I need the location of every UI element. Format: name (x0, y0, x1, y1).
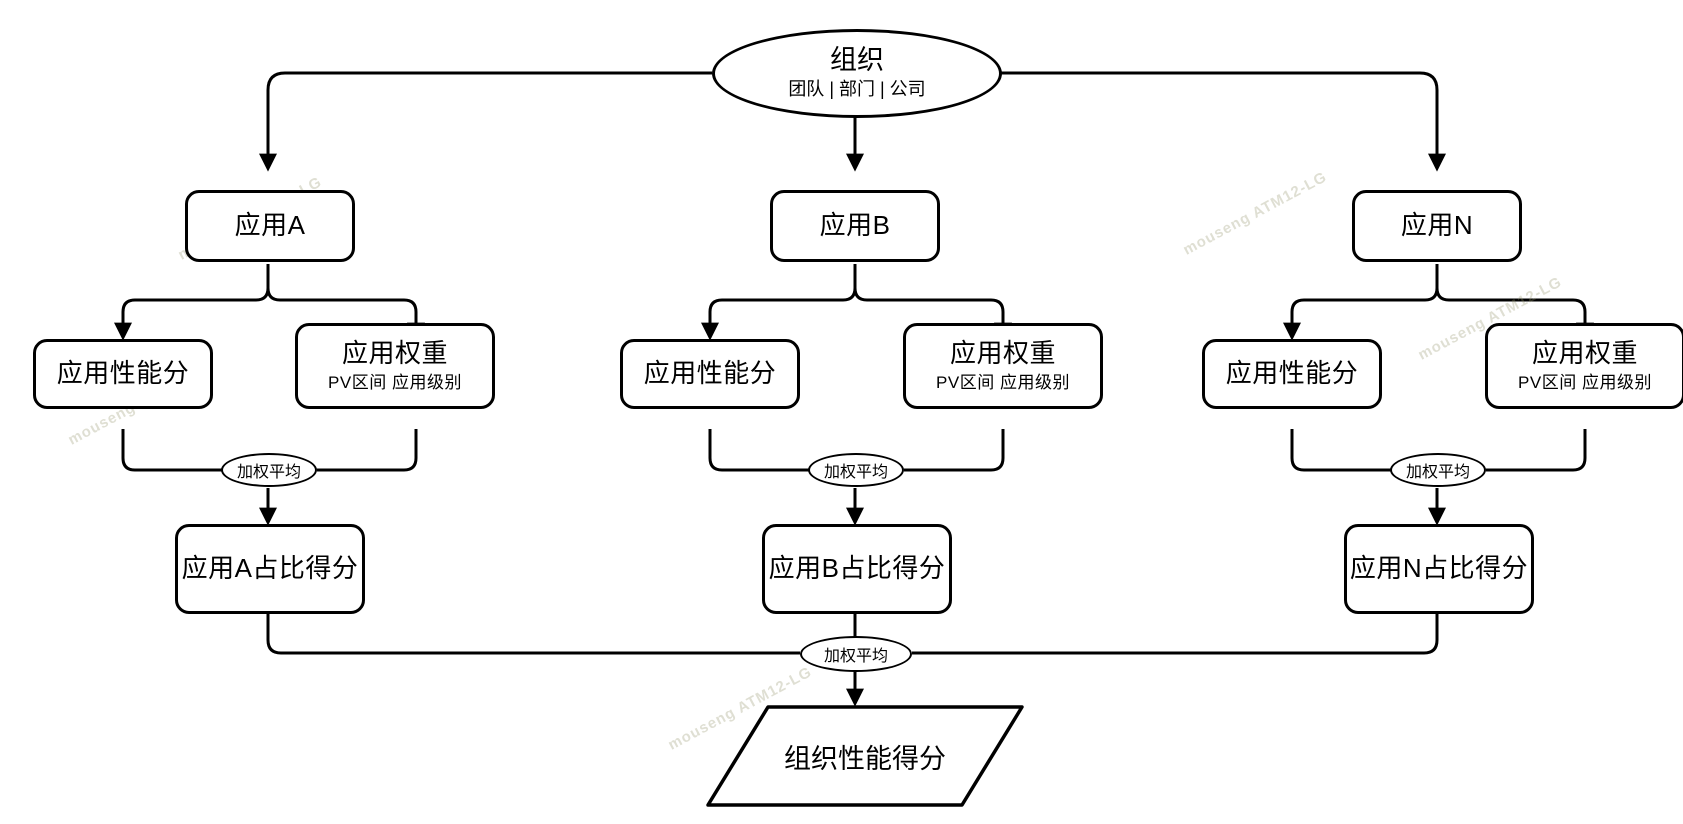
app-n-performance-label: 应用性能分 (1225, 358, 1359, 389)
app-b-performance-label: 应用性能分 (643, 358, 777, 389)
node-app-b-performance-score[interactable]: 应用性能分 (620, 339, 800, 409)
node-app-b-weight[interactable]: 应用权重 PV区间 应用级别 (903, 323, 1103, 409)
result-parallelogram-shape (706, 705, 1024, 807)
operator-weighted-average-b[interactable]: 加权平均 (808, 453, 904, 487)
edge-weight-n-to-avg (1486, 429, 1587, 472)
app-b-label: 应用B (819, 210, 891, 241)
organization-sublabel: 团队 | 部门 | 公司 (788, 79, 926, 100)
app-b-weight-label: 应用权重 (949, 337, 1056, 368)
result-label: 组织性能得分 (784, 743, 946, 774)
node-app-n[interactable]: 应用N (1352, 190, 1522, 262)
app-a-weight-sublabel: PV区间 应用级别 (328, 372, 462, 392)
edge-app-b-to-perf (701, 264, 857, 341)
node-app-a-weight[interactable]: 应用权重 PV区间 应用级别 (295, 323, 495, 409)
edge-app-b-to-weight (853, 264, 1012, 341)
node-organization[interactable]: 组织 团队 | 部门 | 公司 (712, 29, 1002, 118)
edge-app-a-to-weight (266, 264, 425, 341)
app-b-score-label: 应用B占比得分 (768, 553, 946, 584)
node-organization-performance-score[interactable]: 组织性能得分 (708, 707, 1022, 805)
node-app-n-proportion-score[interactable]: 应用N占比得分 (1344, 524, 1534, 614)
app-a-label: 应用A (234, 210, 306, 241)
edge-perf-a-to-avg (121, 429, 222, 472)
app-a-score-label: 应用A占比得分 (181, 553, 359, 584)
edge-app-n-to-perf (1283, 264, 1439, 341)
node-app-b[interactable]: 应用B (770, 190, 940, 262)
edge-weight-a-to-avg (317, 429, 418, 472)
app-n-weight-sublabel: PV区间 应用级别 (1518, 372, 1652, 392)
node-app-a-proportion-score[interactable]: 应用A占比得分 (175, 524, 365, 614)
node-app-n-performance-score[interactable]: 应用性能分 (1202, 339, 1382, 409)
edge-org-to-app-a (259, 71, 712, 172)
app-a-weight-label: 应用权重 (341, 337, 448, 368)
node-app-b-proportion-score[interactable]: 应用B占比得分 (762, 524, 952, 614)
edge-app-n-to-weight (1435, 264, 1594, 341)
edge-score-a-to-final-avg (266, 614, 800, 655)
operator-weighted-average-n[interactable]: 加权平均 (1390, 453, 1486, 487)
edge-weight-b-to-avg (904, 429, 1005, 472)
edge-score-n-to-final-avg (912, 614, 1439, 655)
app-b-weight-sublabel: PV区间 应用级别 (936, 372, 1070, 392)
edge-perf-n-to-avg (1290, 429, 1391, 472)
app-n-score-label: 应用N占比得分 (1349, 553, 1529, 584)
node-app-a[interactable]: 应用A (185, 190, 355, 262)
app-n-weight-label: 应用权重 (1531, 337, 1638, 368)
edge-org-to-app-n (1000, 71, 1446, 172)
edge-perf-b-to-avg (708, 429, 809, 472)
operator-weighted-average-a[interactable]: 加权平均 (221, 453, 317, 487)
organization-label: 组织 (830, 45, 884, 76)
edge-app-a-to-perf (114, 264, 270, 341)
node-app-n-weight[interactable]: 应用权重 PV区间 应用级别 (1485, 323, 1683, 409)
operator-weighted-average-final[interactable]: 加权平均 (800, 636, 912, 672)
app-n-label: 应用N (1400, 210, 1474, 241)
app-a-performance-label: 应用性能分 (56, 358, 190, 389)
node-app-a-performance-score[interactable]: 应用性能分 (33, 339, 213, 409)
